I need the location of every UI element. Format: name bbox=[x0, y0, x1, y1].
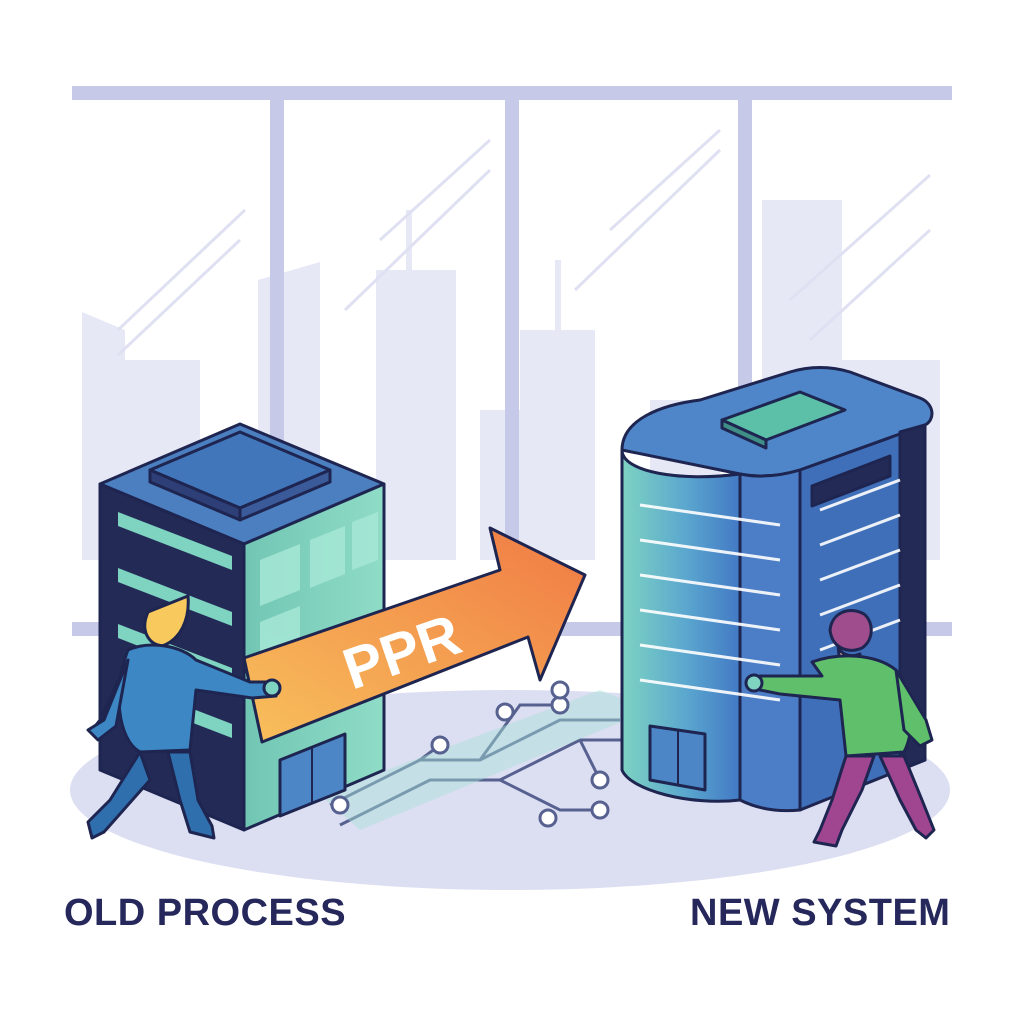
old-process-label: OLD PROCESS bbox=[64, 892, 347, 934]
new-building-icon bbox=[620, 366, 934, 813]
circuit-icon bbox=[320, 680, 650, 830]
glass-reflections bbox=[116, 128, 932, 357]
person-left-icon bbox=[86, 594, 282, 840]
new-system-label: NEW SYSTEM bbox=[690, 892, 951, 934]
person-right-icon bbox=[744, 609, 936, 848]
